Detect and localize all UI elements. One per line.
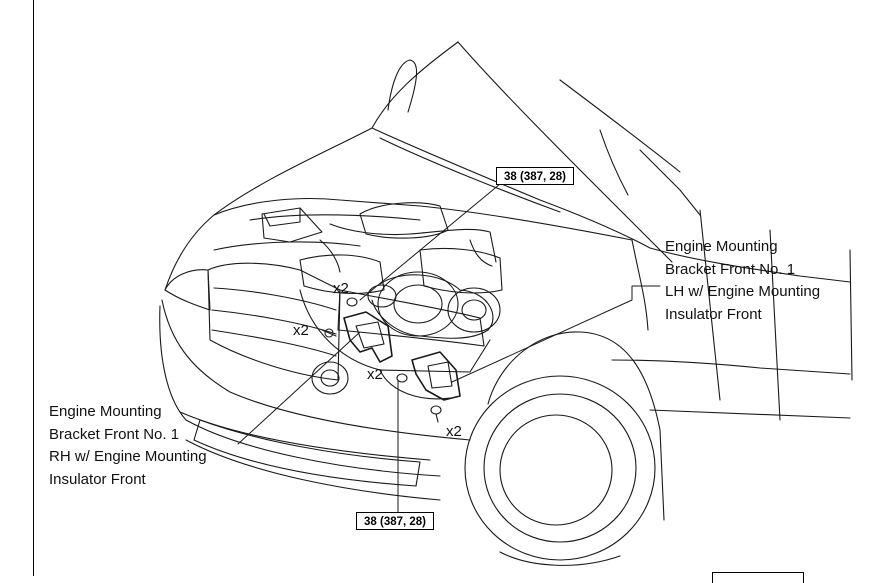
bumper-lower <box>179 411 431 461</box>
engine-bay-rim <box>213 197 633 241</box>
door-line <box>699 209 853 421</box>
rh-callout-line-1: Engine Mounting <box>49 403 162 420</box>
windshield-edge <box>559 79 681 173</box>
rh-callout-line-4: Insulator Front <box>49 470 146 488</box>
hood-crease-2 <box>379 137 561 213</box>
tire-bottom <box>499 551 621 566</box>
tire-outer <box>464 375 656 561</box>
lh-callout-line-2: Bracket Front No. 1 <box>665 260 796 278</box>
fan-hub <box>311 361 349 395</box>
qty-rh-nuts: x2 <box>293 322 309 339</box>
hoses <box>319 239 493 273</box>
rh-nut-1 <box>346 297 358 307</box>
bumper-vent <box>193 419 421 487</box>
lh-callout-line-1: Engine Mounting <box>665 238 778 255</box>
rh-bracket-callout: Engine Mounting Bracket Front No. 1 RH w… <box>49 401 207 491</box>
rh-bolt-shank <box>321 329 337 337</box>
hood-crease <box>371 127 651 249</box>
wheel-rim <box>499 414 613 526</box>
lh-callout-line-3: LH w/ Engine Mounting <box>665 283 821 300</box>
torque-spec-bottom: 38 (387, 28) <box>356 512 435 530</box>
a-pillar <box>599 129 701 216</box>
tire-mid <box>483 393 637 543</box>
engine-cover <box>329 223 497 263</box>
lh-bracket-callout: Engine Mounting Bracket Front No. 1 LH w… <box>665 236 820 326</box>
pulley-small-inner <box>461 299 487 321</box>
fender-top <box>649 247 851 283</box>
cowl-line <box>249 214 421 221</box>
hood-ornament <box>387 59 418 113</box>
hood-rear-edge <box>457 41 673 263</box>
engine-block <box>299 289 491 373</box>
leader-lh-callout <box>451 285 661 383</box>
qty-center-bolts: x2 <box>367 366 383 383</box>
qty-top-bolts: x2 <box>333 280 349 297</box>
grille-bar-2 <box>211 309 337 335</box>
leader-rh-callout <box>237 331 361 445</box>
lh-bolt-1 <box>430 405 442 415</box>
frame-border-left <box>33 0 35 576</box>
air-box-lid <box>263 207 301 227</box>
rh-callout-line-3: RH w/ Engine Mounting <box>49 448 207 465</box>
hood-outline <box>164 41 459 291</box>
headlamp-right <box>337 289 485 347</box>
grille-bar-3 <box>211 329 337 357</box>
grille-bar-1 <box>213 287 337 311</box>
headlamp-left <box>164 269 211 311</box>
grille-outline <box>207 262 341 381</box>
chin-spoiler <box>185 439 441 501</box>
lh-insulator <box>427 361 453 389</box>
lh-callout-line-4: Insulator Front <box>665 305 762 323</box>
torque-spec-top: 38 (387, 28) <box>496 167 575 185</box>
bumper-top <box>161 299 471 441</box>
valve-cover-l <box>299 254 385 295</box>
fender-front <box>631 239 649 331</box>
radiator-support <box>213 241 361 251</box>
valve-cover-r <box>419 247 503 294</box>
oil-pan <box>379 369 451 400</box>
belt <box>371 274 494 339</box>
rh-bolt-1 <box>324 328 334 338</box>
pulley-large-inner <box>393 284 443 324</box>
page-corner-box <box>712 572 804 583</box>
rocker-trim <box>649 409 851 419</box>
pulley-large <box>377 271 459 337</box>
pulley-small <box>447 287 501 333</box>
wheel-arch <box>487 331 665 521</box>
rh-callout-line-2: Bracket Front No. 1 <box>49 425 180 443</box>
lh-bolt-shank <box>435 413 439 423</box>
leader-top-torque <box>359 183 501 301</box>
qty-lh-bolts: x2 <box>446 423 462 440</box>
pulley-tensioner <box>367 284 397 308</box>
rh-bracket <box>343 311 393 363</box>
lh-bracket <box>411 351 461 401</box>
rh-insulator <box>355 321 385 349</box>
lh-nut-1 <box>396 373 408 383</box>
air-box <box>261 207 323 243</box>
fan-hub-inner <box>320 369 340 387</box>
body-side <box>611 359 851 375</box>
bumper-face <box>159 305 441 477</box>
